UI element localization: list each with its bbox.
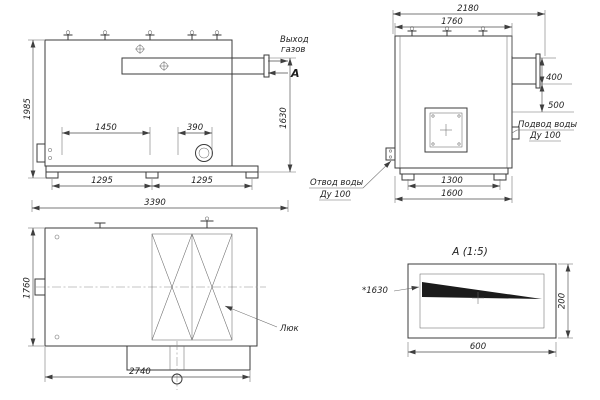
- center-mark-icon: [134, 43, 146, 55]
- water-supply-label-line2: Ду 100: [529, 131, 561, 141]
- dim-1600-label: 1600: [441, 189, 463, 199]
- valve-icon: [442, 26, 452, 37]
- detail-inner: [419, 273, 545, 329]
- valve-icon: [407, 26, 417, 37]
- end-view-dimensions: 2180 1760 400 500 Подвод воды Ду 100 Отв…: [309, 4, 577, 203]
- dim-1760-plan-label: 1760: [23, 277, 33, 299]
- dim-390-label: 390: [187, 123, 203, 133]
- hatch-panels: [151, 233, 233, 341]
- support-foot: [45, 171, 59, 179]
- lug-icon: [54, 234, 60, 240]
- front-view-annotations: Выход газов А: [268, 35, 309, 80]
- valve-icon: [212, 30, 222, 41]
- valve-icon: [100, 30, 110, 41]
- detail-view-dimensions: *1630 600 200: [362, 263, 573, 357]
- drain-flange-inner: [198, 147, 210, 159]
- dim-2180-label: 2180: [457, 4, 479, 14]
- lug-icon: [54, 334, 60, 340]
- bolt-icon: [48, 148, 52, 152]
- front-view-dimensions: 1985 1630 1450 390 1295 1295 3390: [23, 39, 296, 212]
- bolt-icon: [48, 156, 52, 160]
- boiler-body-front: [44, 39, 233, 167]
- section-letter-label: А: [290, 67, 300, 80]
- dim-1985-label: 1985: [23, 98, 33, 120]
- valve-icon: [145, 30, 155, 41]
- water-supply-label-line1: Подвод воды: [518, 120, 577, 130]
- plan-view: [34, 216, 266, 390]
- gas-outlet-flange: [535, 53, 541, 89]
- burner-flange: [36, 143, 46, 163]
- water-return-label-line2: Ду 100: [319, 190, 351, 200]
- dim-1295-right-label: 1295: [191, 176, 213, 186]
- water-return-flange: [385, 147, 396, 161]
- dim-3390-label: 3390: [144, 198, 166, 208]
- dim-1760-end-label: 1760: [441, 17, 463, 27]
- hatch-label: Люк: [279, 324, 300, 334]
- plan-view-dimensions: 1760 2740 Люк: [23, 227, 300, 382]
- dim-200-label: 200: [558, 293, 568, 309]
- dim-ref-1630-label: *1630: [362, 286, 388, 296]
- base-frame-end: [399, 167, 509, 175]
- dim-600-label: 600: [470, 342, 486, 352]
- gas-outlet-label-line2: газов: [281, 45, 305, 55]
- access-door: [424, 107, 468, 153]
- dim-1300-label: 1300: [441, 176, 463, 186]
- dim-1450-label: 1450: [95, 123, 117, 133]
- dim-1630-label: 1630: [279, 107, 289, 129]
- detail-title: А (1:5): [451, 246, 488, 258]
- gas-outlet-label-line1: Выход: [280, 35, 309, 45]
- hatch-leader-icon: [224, 305, 278, 328]
- ref-leader-icon: [393, 285, 420, 292]
- front-view: [36, 30, 270, 179]
- valve-icon: [63, 30, 73, 41]
- gas-outlet-stub: [511, 57, 537, 85]
- dim-400-label: 400: [546, 73, 562, 83]
- water-return-leader-icon: [362, 160, 392, 189]
- gas-duct: [121, 57, 265, 75]
- valve-icon: [478, 26, 488, 37]
- dim-2740-label: 2740: [129, 367, 151, 377]
- drain-flange: [195, 144, 213, 162]
- gas-duct-flange: [263, 54, 270, 78]
- support-foot: [245, 171, 259, 179]
- support-foot: [145, 171, 159, 179]
- center-mark-icon: [158, 60, 170, 72]
- valve-icon: [187, 30, 197, 41]
- dim-500-label: 500: [548, 101, 564, 111]
- dim-1295-left-label: 1295: [91, 176, 113, 186]
- end-view: [385, 26, 541, 181]
- base-frame: [45, 165, 259, 173]
- nozzle-wedge: [422, 282, 542, 299]
- detail-view: А (1:5): [407, 246, 557, 339]
- detail-outer: [407, 263, 557, 339]
- water-return-label-line1: Отвод воды: [310, 178, 364, 188]
- boiler-body-end: [394, 35, 513, 169]
- rear-extension: [126, 345, 251, 371]
